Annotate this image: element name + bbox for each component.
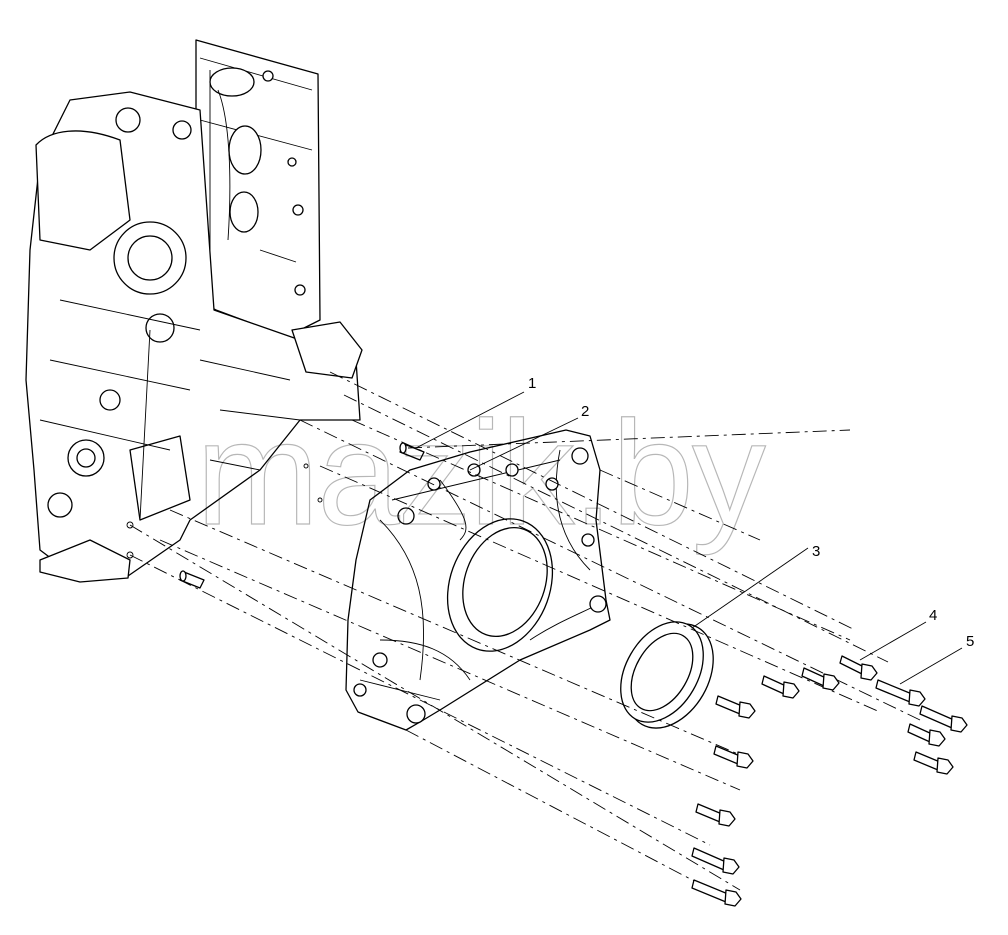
bolt [695,803,736,827]
callout-5: 5 [966,633,974,650]
callout-4: 4 [929,607,937,624]
bolt [691,847,740,875]
watermark: mazik.by [196,391,766,556]
seal-ring [620,621,714,729]
bolt [713,745,754,769]
leader-lines [415,391,963,685]
callout-1: 1 [528,375,536,392]
bolt [715,695,756,719]
bolt [839,655,878,681]
bolt [913,751,954,775]
bolt [691,879,742,907]
bolt [761,675,800,699]
bolts [691,655,968,907]
bolt [801,667,840,691]
bolt [907,723,946,747]
bolt [875,679,926,707]
alignment-lines [129,371,921,906]
engine-block [25,39,363,583]
callout-3: 3 [812,543,820,560]
callout-2: 2 [581,403,589,420]
bolt [919,705,968,733]
